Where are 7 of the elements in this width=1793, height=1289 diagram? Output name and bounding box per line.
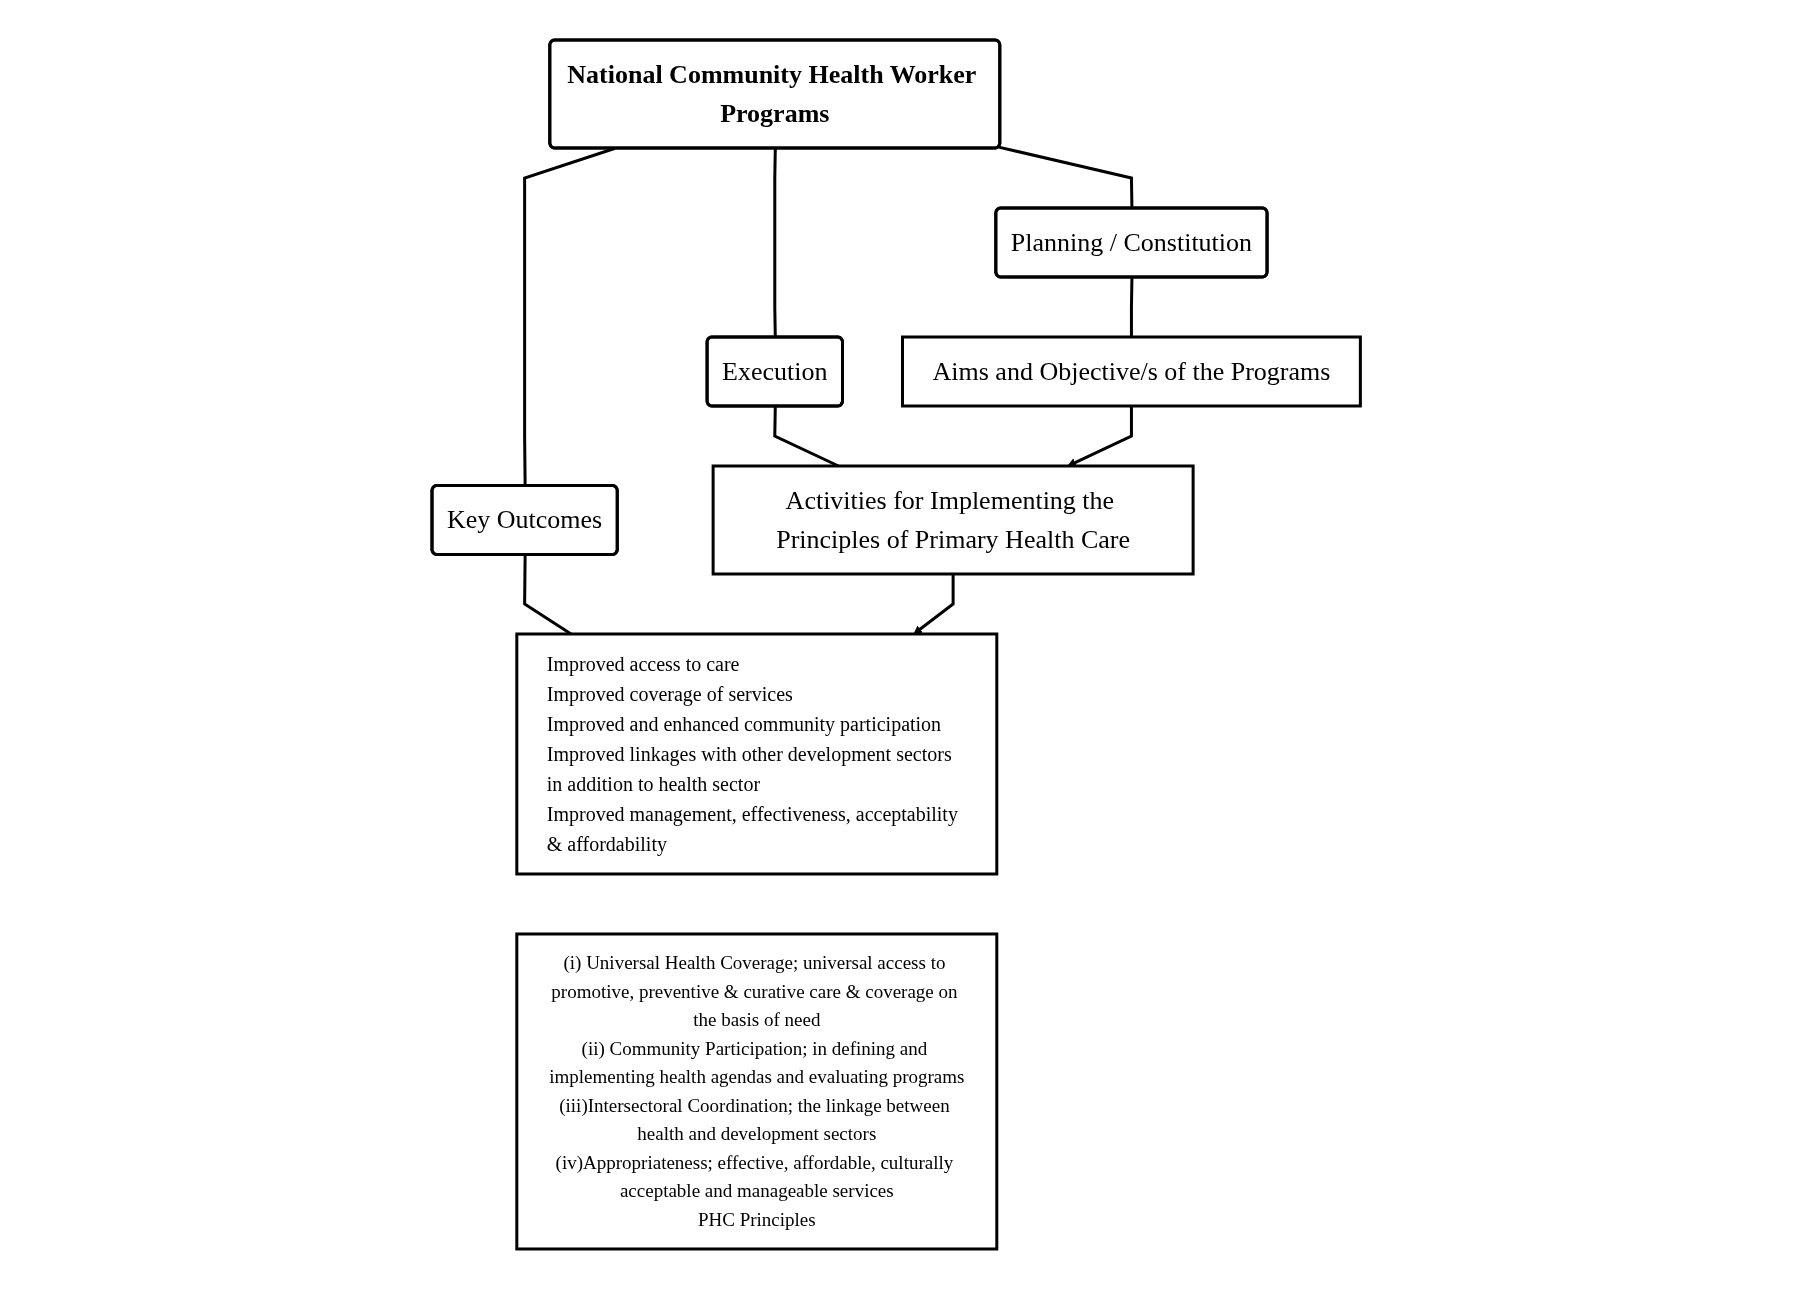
connector [998,145,1134,209]
connector [773,148,778,338]
node-box: Aims and Objective/s of the Programs [901,335,1363,408]
node-box: Activities for Implementing the Principles of Primary Health Care [711,464,1195,576]
connector [1130,277,1134,337]
node-box: (i) Universal Health Coverage; universal access to promotive, preventive & curative care & coverage on the basis of need (ii) Community Participation; in defining and implementing health agendas and evaluating programs (iii)Intersectoral Coordination; the linkage between health and development sectors (iv)Appropriateness; effective, affordable, culturally acceptable and manageable services PHC Principles [515,932,999,1251]
node-box: Improved access to care Improved coverage of services Improved and enhanced community participation Improved linkages with other development sectors in addition to health sector Improved management, effectiveness, acceptability & affordability [515,632,999,876]
